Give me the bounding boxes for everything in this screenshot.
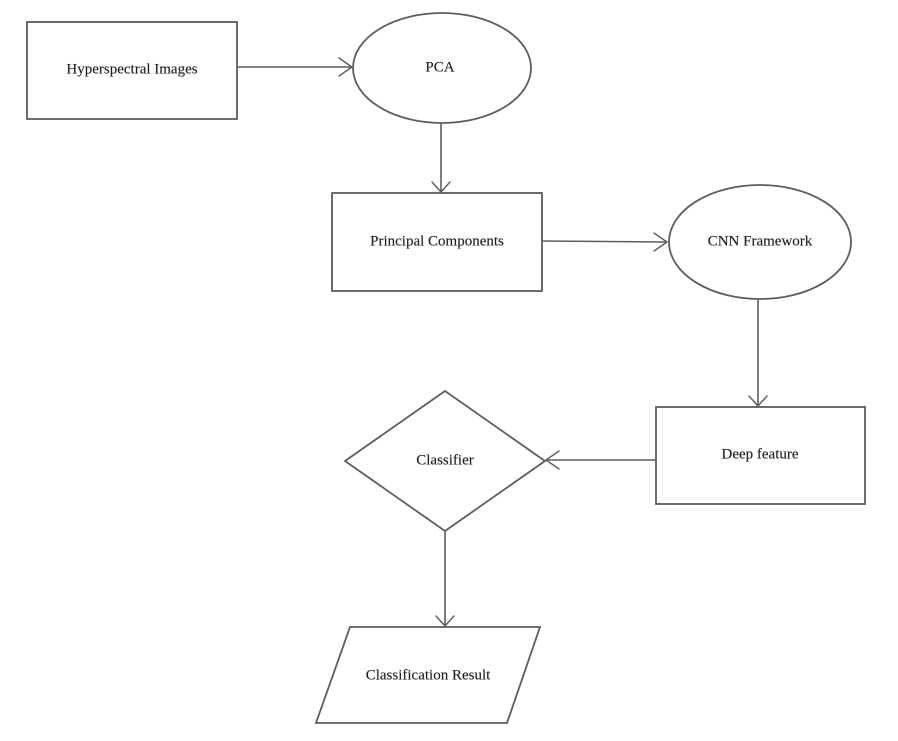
arrow-deep-feature-to-classifier (545, 450, 656, 470)
node-label-hyperspectral-images: Hyperspectral Images (66, 61, 198, 78)
arrow-pca-to-principal-components (431, 123, 451, 193)
arrow-cnn-framework-to-deep-feature (748, 299, 768, 407)
arrow-classifier-to-classification-result (435, 531, 455, 627)
node-label-cnn-framework: CNN Framework (707, 233, 813, 250)
arrow-hyperspectral-images-to-pca (237, 57, 353, 77)
node-label-pca: PCA (425, 59, 455, 76)
cnn-framework-ellipse (668, 184, 852, 300)
node-label-deep-feature: Deep feature (721, 446, 799, 463)
node-label-classifier: Classifier (416, 452, 474, 469)
node-label-principal-components: Principal Components (370, 233, 504, 250)
node-label-classification-result: Classification Result (365, 667, 491, 684)
arrow-principal-components-to-cnn-framework (541, 232, 668, 252)
hyperspectral-images-box (26, 21, 238, 120)
principal-components-box (331, 192, 543, 292)
deep-feature-box (655, 406, 866, 505)
classification-result-parallelogram (314, 626, 542, 724)
pca-ellipse (352, 12, 532, 124)
